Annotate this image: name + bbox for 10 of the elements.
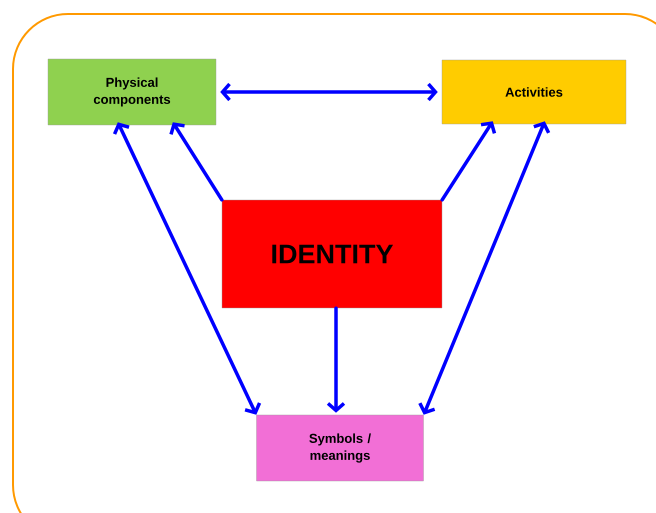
arrow <box>418 121 550 415</box>
process-box: IDENTITY <box>222 200 442 308</box>
arrow <box>326 306 346 413</box>
arrow <box>440 121 496 202</box>
arrow <box>169 122 224 202</box>
process-box: Physical components <box>48 58 216 126</box>
process-box: Symbols / meanings <box>256 414 424 482</box>
arrow <box>220 82 438 102</box>
process-box: Activities <box>442 60 626 124</box>
arrow <box>112 122 262 415</box>
